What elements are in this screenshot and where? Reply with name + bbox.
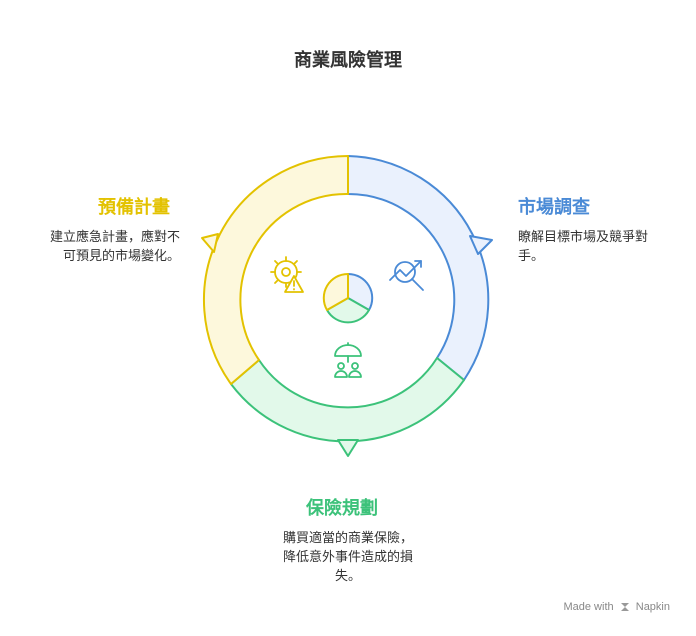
section-desc-insurance: 購買適當的商業保險， 降低意外事件造成的損 失。 xyxy=(272,529,424,586)
gear-warning-icon xyxy=(270,256,304,293)
page-title: 商業風險管理 xyxy=(294,50,402,71)
section-title-insurance: 保險規劃 xyxy=(306,498,378,519)
desc-line: 瞭解目標市場及競爭對 xyxy=(518,230,649,245)
made-with-napkin[interactable]: Made with Napkin xyxy=(563,601,670,613)
ring-segment-research xyxy=(347,155,490,381)
desc-line: 可預見的市場變化。 xyxy=(62,249,180,264)
ring-pointer-insurance xyxy=(337,439,359,457)
desc-line: 失。 xyxy=(334,569,361,584)
desc-line: 降低意外事件造成的損 xyxy=(282,550,413,565)
ring-segment-contingency xyxy=(202,155,349,385)
magnifier-trend-icon xyxy=(389,260,424,291)
made-with-label: Made with xyxy=(563,601,614,613)
desc-line: 購買適當的商業保險， xyxy=(282,531,413,546)
section-title-contingency: 預備計畫 xyxy=(98,197,170,218)
section-desc-contingency: 建立應急計畫，應對不 可預見的市場變化。 xyxy=(50,228,180,266)
napkin-brand: Napkin xyxy=(635,601,670,613)
desc-line: 建立應急計畫，應對不 xyxy=(49,230,180,245)
center-pie xyxy=(322,272,374,324)
ring-pointer-research xyxy=(469,235,493,255)
ring-pointer-contingency xyxy=(201,233,219,253)
section-title-research: 市場調查 xyxy=(518,197,590,218)
umbrella-people-icon xyxy=(334,342,362,378)
desc-line: 手。 xyxy=(518,249,545,264)
napkin-logo-icon xyxy=(620,603,629,612)
section-desc-research: 瞭解目標市場及競爭對 手。 xyxy=(518,228,648,266)
ring-segment-insurance xyxy=(230,357,465,443)
